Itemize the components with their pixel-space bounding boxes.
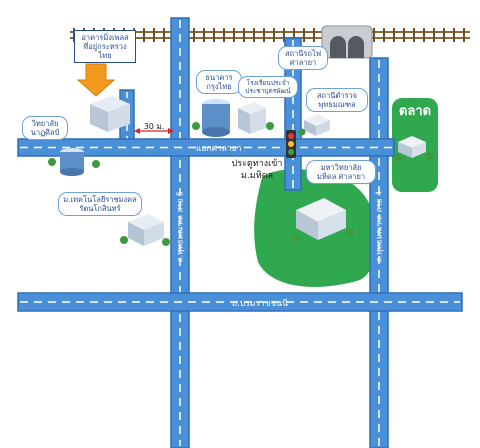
krungthai-label: ธนาคาร กรุงไทย (196, 70, 242, 94)
market-building (398, 136, 426, 158)
mahidol-building (296, 198, 346, 240)
school-label: โรงเรียนประจำ ประชาบุตรพัฒน์ (238, 76, 298, 98)
trees (48, 122, 434, 246)
police-station-label: สถานีตำรวจ พุทธมณฑล (306, 88, 368, 112)
market-label: ตลาด (398, 104, 432, 119)
school-building (238, 102, 266, 134)
orange-arrow (76, 63, 116, 97)
traffic-light (286, 130, 296, 158)
post-office-label: อาคารมิ่งเพลส ที่อยู่กระทรวงไทย (74, 30, 136, 63)
road-horizontal-upper (17, 138, 395, 157)
police-building (304, 114, 330, 136)
road-label-lower: ถ.บรมราชชนนี (232, 299, 288, 309)
post-office-building (90, 96, 130, 132)
road-horizontal-lower (17, 292, 463, 312)
krungthai-building (202, 99, 230, 137)
road-label-left: ถ.พุทธมณฑล สาย 5 (175, 190, 185, 263)
road-label-upper: แยกศาลายา (196, 144, 242, 154)
rmut-label: ม.เทคโนโลยีราชมงคล รัตนโกสินทร์ (58, 192, 142, 216)
road-vertical-left (170, 17, 190, 448)
train-station-label: สถานีรถไฟ ศาลายา (278, 46, 328, 70)
distance-arrow (134, 128, 174, 134)
college-label: วิทยาลัย นาฏศิลป์ (22, 116, 68, 140)
train-station-tunnel (321, 25, 373, 59)
college-building (60, 148, 84, 176)
road-label-right: ถ.พุทธมณฑล สาย 4 (374, 190, 384, 263)
distance-label: 30 ม. (143, 122, 165, 131)
mahidol-label: มหาวิทยาลัย มหิดล ศาลายา (306, 160, 376, 184)
gate-label: ประตูทางเข้า ม.มหิดล (231, 159, 283, 181)
rmut-building (128, 214, 164, 246)
